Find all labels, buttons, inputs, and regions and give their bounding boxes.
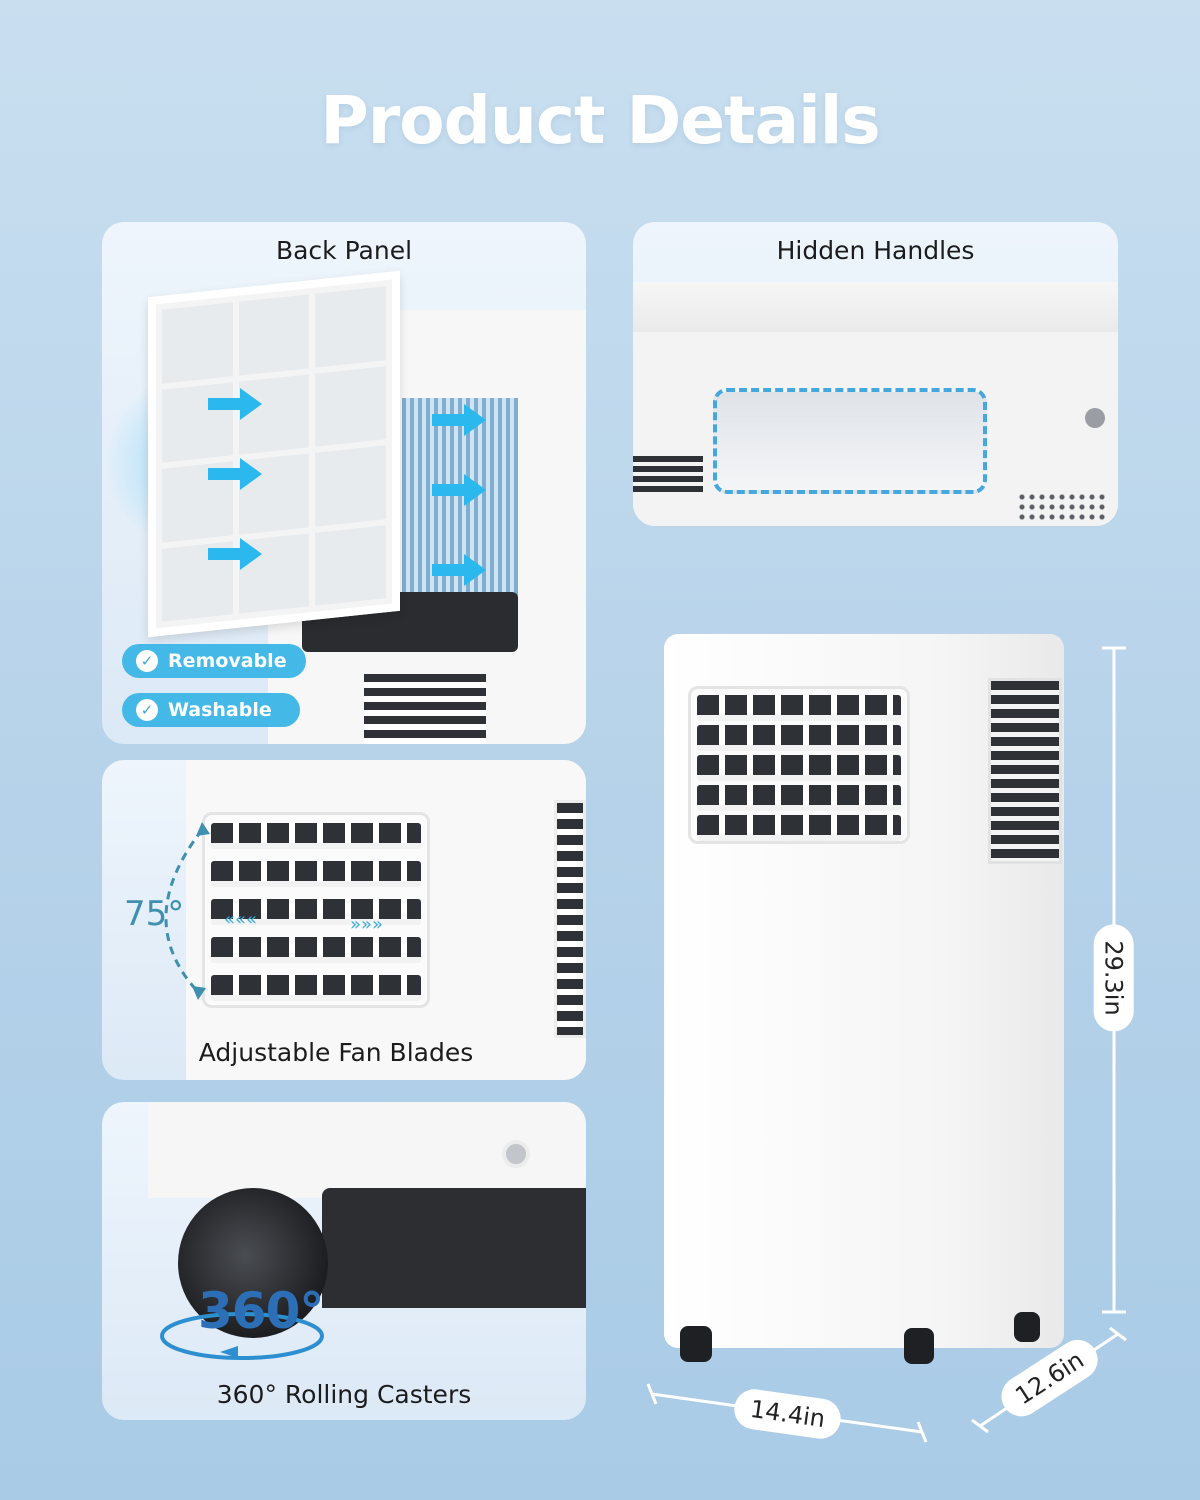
screw-icon [1085,408,1105,428]
hidden-handles-label: Hidden Handles [776,236,975,265]
check-icon: ✓ [136,650,158,672]
bottom-vent [633,456,703,496]
svg-text:«««: ««« [224,909,257,930]
unit-top-edge [633,282,1118,332]
swing-angle-label: 75° [124,894,185,934]
hidden-handles-card: Hidden Handles [633,222,1118,526]
fan-slat [211,861,421,887]
base-underside [322,1188,586,1308]
washable-badge: ✓ Washable [122,693,300,727]
louver-slat [697,815,901,841]
caster-right [904,1328,934,1364]
handle-recess [713,388,987,494]
front-louver [688,686,910,844]
fan-slat [211,899,421,925]
louver-slat [697,695,901,721]
page-title: Product Details [320,82,880,159]
side-grille [988,678,1062,864]
fan-slat [211,937,421,963]
lower-vent [364,674,486,744]
casters-label: 360° Rolling Casters [216,1380,472,1409]
fan-slat [211,823,421,849]
side-vent [554,800,586,1038]
airflow-arrows-icon [208,388,486,586]
portable-ac-unit [664,634,1064,1364]
removable-badge: ✓ Removable [122,644,306,678]
fan-slat [211,975,421,1001]
removable-badge-text: Removable [168,650,287,672]
condenser-coil [402,398,518,622]
svg-text:»»»: »»» [350,914,383,935]
check-icon: ✓ [136,699,158,721]
rotation-label: 360° [198,1282,324,1340]
louver-slat [697,725,901,751]
vent-holes [1017,492,1107,520]
swing-arc-icon: ««« »»» [164,822,383,1000]
screw-icon [502,1140,530,1168]
fan-blade-vent [202,812,430,1008]
fan-blades-label: Adjustable Fan Blades [198,1038,474,1067]
height-dimension: 29.3in [1093,924,1134,1032]
caster-back [1014,1312,1040,1342]
fan-blades-card: ««« »»» 75° Adjustable Fan Blades [102,760,586,1080]
casters-card: 360° 360° Rolling Casters [102,1102,586,1420]
caster-left [680,1326,712,1362]
louver-slat [697,755,901,781]
washable-badge-text: Washable [168,699,272,721]
back-panel-card: Back Panel ✓ Removable ✓ Washable [102,222,586,744]
back-panel-label: Back Panel [275,236,413,265]
louver-slat [697,785,901,811]
rotation-arrow-icon [160,1312,324,1360]
